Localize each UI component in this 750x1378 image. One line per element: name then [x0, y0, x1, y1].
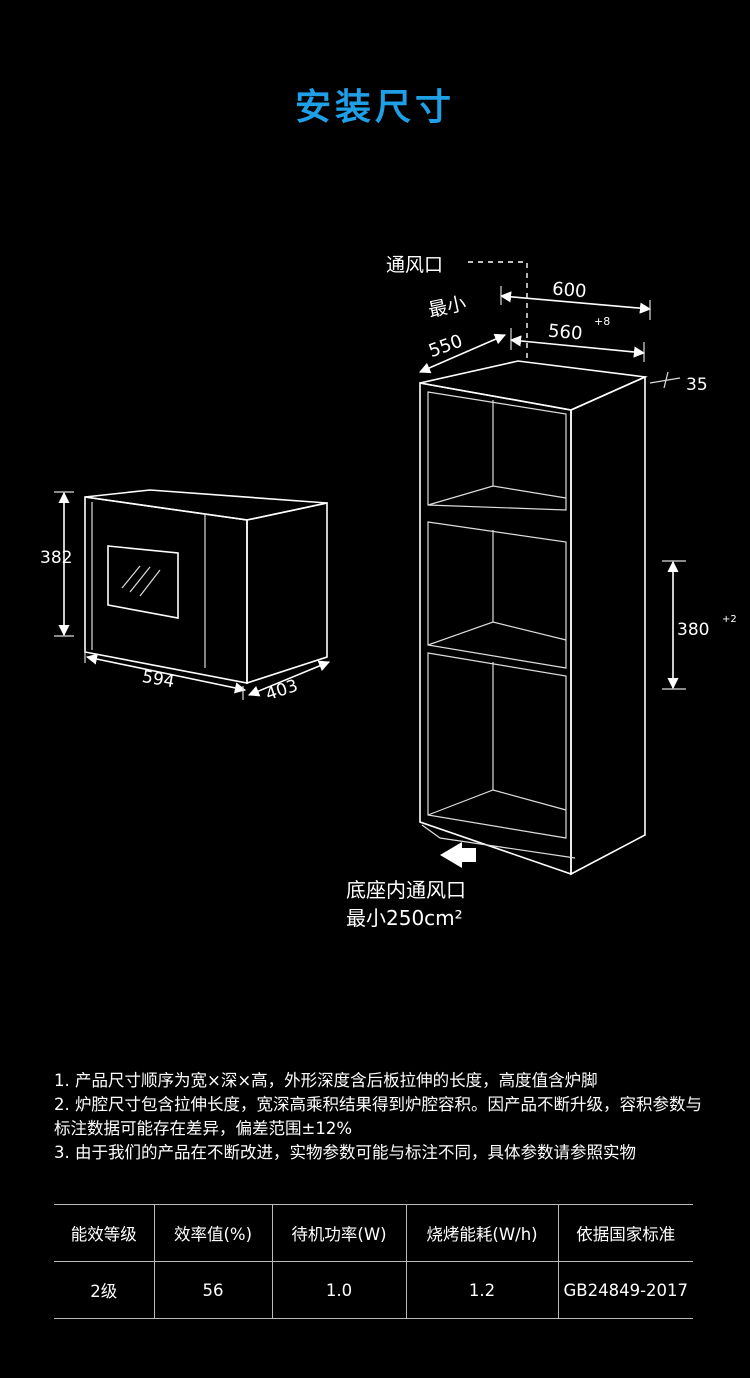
cavity-height-tolerance: +2 — [722, 614, 737, 625]
outer-width-label: 600 — [551, 278, 587, 302]
inner-width-tolerance: +8 — [594, 315, 610, 328]
notes: 1. 产品尺寸顺序为宽×深×高，外形深度含后板拉伸的长度，高度值含炉脚 2. 炉… — [54, 1069, 704, 1165]
base-vent-arrow — [440, 842, 476, 868]
note-item: 1. 产品尺寸顺序为宽×深×高，外形深度含后板拉伸的长度，高度值含炉脚 — [54, 1071, 598, 1090]
min-depth-label: 550 — [426, 331, 465, 362]
oven-width-label: 594 — [141, 667, 176, 692]
min-depth-dimension — [418, 333, 507, 374]
header-efficiency-value: 效率值(%) — [153, 1204, 272, 1262]
spec-table: 能效等级 效率值(%) 待机功率(W) 烧烤能耗(W/h) 依据国家标准 2级 … — [54, 1204, 693, 1319]
inner-width-dimension — [509, 328, 646, 362]
oven-depth-label: 403 — [263, 676, 300, 705]
oven-height-label: 382 — [40, 548, 72, 568]
base-vent-label-line2: 最小250cm² — [346, 906, 463, 930]
cell-efficiency-value: 56 — [153, 1261, 272, 1319]
header-efficiency-grade: 能效等级 — [70, 1225, 137, 1244]
oven-width-dimension — [84, 650, 247, 700]
top-thickness-label: 35 — [686, 375, 708, 395]
spec-table-row: 2级 56 1.0 1.2 GB24849-2017 — [54, 1261, 693, 1319]
page-title: 安装尺寸 — [294, 87, 455, 128]
header-grill-energy: 烧烤能耗(W/h) — [405, 1204, 558, 1262]
cell-national-standard: GB24849-2017 — [557, 1261, 693, 1319]
spec-table-header-row: 能效等级 效率值(%) 待机功率(W) 烧烤能耗(W/h) 依据国家标准 — [54, 1204, 693, 1262]
cell-grill-energy: 1.2 — [405, 1261, 558, 1319]
cell-efficiency-grade: 2级 — [90, 1282, 118, 1301]
header-national-standard: 依据国家标准 — [557, 1204, 693, 1262]
outer-width-dimension — [499, 286, 652, 320]
cavity-height-dimension — [662, 560, 686, 690]
header-standby-power: 待机功率(W) — [271, 1204, 406, 1262]
vent-leader-line — [468, 261, 528, 360]
cell-standby-power: 1.0 — [271, 1261, 406, 1319]
note-item: 2. 炉腔尺寸包含拉伸长度，宽深高乘积结果得到炉腔容积。因产品不断升级，容积参数… — [54, 1095, 702, 1138]
oven-height-dimension — [54, 491, 74, 637]
note-item: 3. 由于我们的产品在不断改进，实物参数可能与标注不同，具体参数请参照实物 — [54, 1143, 636, 1162]
base-vent-label-line1: 底座内通风口 — [346, 878, 466, 902]
inner-width-label: 560 — [547, 321, 583, 345]
oven-drawing — [84, 489, 328, 685]
cavity-height-label: 380 — [677, 620, 709, 640]
vent-label: 通风口 — [386, 254, 443, 276]
min-label: 最小 — [426, 292, 468, 321]
top-thickness-dimension — [649, 371, 681, 389]
installation-diagram: 382 594 403 通风口 最小 550 600 — [40, 254, 737, 930]
cabinet-drawing — [419, 360, 648, 876]
oven-depth-dimension — [247, 660, 331, 697]
